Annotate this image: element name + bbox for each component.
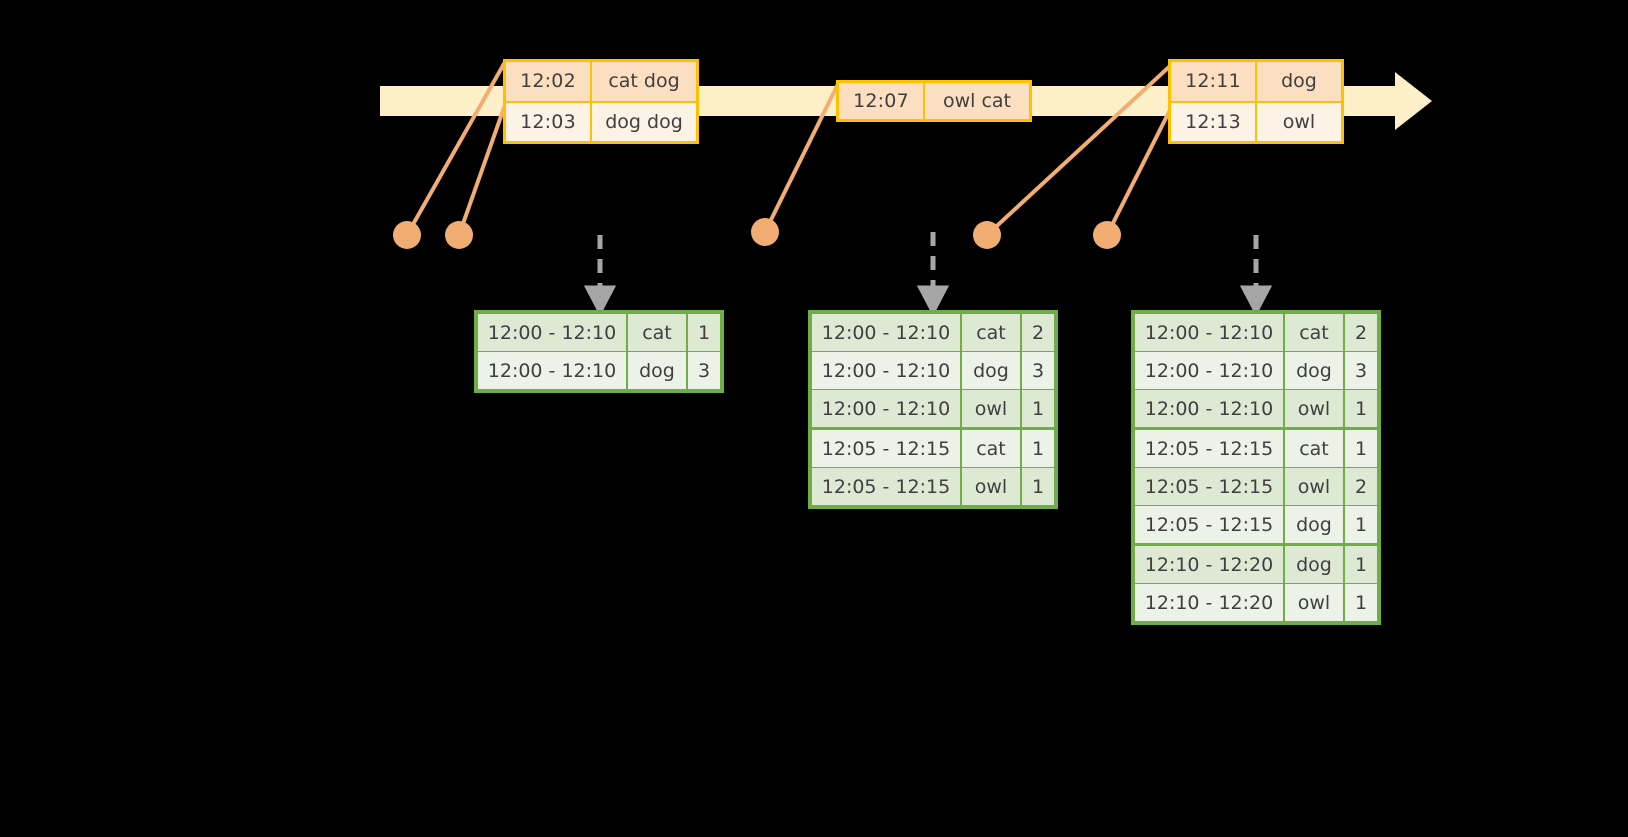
cell-count: 1: [1345, 390, 1377, 427]
cell-count: 2: [1022, 314, 1054, 351]
cell-window: 12:10 - 12:20: [1135, 584, 1283, 621]
connector-dot-3: [751, 218, 779, 246]
event-words: dog dog: [605, 110, 683, 133]
cell-window: 12:00 - 12:10: [812, 352, 960, 389]
cell-word: cat: [1285, 314, 1343, 351]
event-time: 12:13: [1171, 102, 1257, 141]
event-time: 12:11: [1171, 62, 1257, 101]
event-words: owl cat: [942, 90, 1012, 112]
cell-count: 3: [688, 352, 720, 389]
connector-line-3: [763, 82, 840, 234]
cell-word: owl: [1285, 468, 1343, 505]
cell-window: 12:00 - 12:10: [812, 314, 960, 351]
cell-word: owl: [1285, 390, 1343, 427]
cell-word: dog: [1285, 546, 1343, 583]
cell-count: 1: [1345, 506, 1377, 543]
cell-count: 2: [1345, 468, 1377, 505]
cell-word: dog: [962, 352, 1020, 389]
cell-window: 12:05 - 12:15: [1135, 468, 1283, 505]
event-row: 12:02 cat dog: [506, 62, 696, 101]
cell-count: 1: [1345, 584, 1377, 621]
cell-window: 12:05 - 12:15: [1135, 506, 1283, 543]
connector-dot-2: [445, 221, 473, 249]
cell-word: owl: [962, 468, 1020, 505]
cell-word: cat: [628, 314, 686, 351]
cell-word: dog: [1285, 506, 1343, 543]
cell-window: 12:00 - 12:10: [478, 314, 626, 351]
cell-word: dog: [1285, 352, 1343, 389]
event-row: 12:13 owl: [1171, 100, 1341, 141]
cell-word: cat: [1285, 430, 1343, 467]
emit-arrow-1: [583, 235, 617, 317]
cell-word: owl: [962, 390, 1020, 427]
event-group-1[interactable]: 12:02 cat dog 12:03 dog dog: [503, 59, 699, 144]
event-time: 12:07: [839, 83, 925, 119]
timeline-arrowhead: [1368, 72, 1432, 130]
cell-count: 1: [1345, 430, 1377, 467]
connector-line-5: [1105, 108, 1172, 237]
cell-word: dog: [628, 352, 686, 389]
cell-count: 3: [1345, 352, 1377, 389]
cell-count: 3: [1022, 352, 1054, 389]
event-row: 12:03 dog dog: [506, 100, 696, 141]
connector-line-2: [457, 103, 507, 237]
cell-window: 12:00 - 12:10: [478, 352, 626, 389]
event-words: dog: [1281, 70, 1317, 93]
cell-window: 12:00 - 12:10: [812, 390, 960, 427]
event-group-3[interactable]: 12:11 dog 12:13 owl: [1168, 59, 1344, 144]
connector-line-1: [405, 60, 507, 237]
cell-window: 12:10 - 12:20: [1135, 546, 1283, 583]
event-group-2[interactable]: 12:07 owl cat: [836, 80, 1032, 122]
cell-word: owl: [1285, 584, 1343, 621]
cell-window: 12:00 - 12:10: [1135, 390, 1283, 427]
emit-arrows: [583, 232, 1273, 317]
cell-word: cat: [962, 314, 1020, 351]
cell-count: 1: [1022, 390, 1054, 427]
cell-window: 12:05 - 12:15: [1135, 430, 1283, 467]
cell-count: 1: [1345, 546, 1377, 583]
cell-window: 12:00 - 12:10: [1135, 352, 1283, 389]
cell-window: 12:05 - 12:15: [812, 468, 960, 505]
cell-count: 2: [1345, 314, 1377, 351]
cell-count: 1: [1022, 468, 1054, 505]
event-row: 12:07 owl cat: [839, 83, 1029, 119]
cell-window: 12:05 - 12:15: [812, 430, 960, 467]
event-time: 12:02: [506, 62, 592, 101]
cell-count: 1: [1022, 430, 1054, 467]
event-time: 12:03: [506, 102, 592, 141]
connector-dot-4: [973, 221, 1001, 249]
event-words: cat dog: [608, 70, 680, 93]
cell-window: 12:00 - 12:10: [1135, 314, 1283, 351]
emit-arrow-3: [1239, 235, 1273, 317]
cell-count: 1: [688, 314, 720, 351]
emit-arrow-2: [916, 232, 950, 317]
event-words: owl: [1282, 110, 1316, 133]
connector-dot-5: [1093, 221, 1121, 249]
connector-dot-1: [393, 221, 421, 249]
cell-word: cat: [962, 430, 1020, 467]
event-row: 12:11 dog: [1171, 62, 1341, 101]
connector-dots: [393, 218, 1121, 249]
